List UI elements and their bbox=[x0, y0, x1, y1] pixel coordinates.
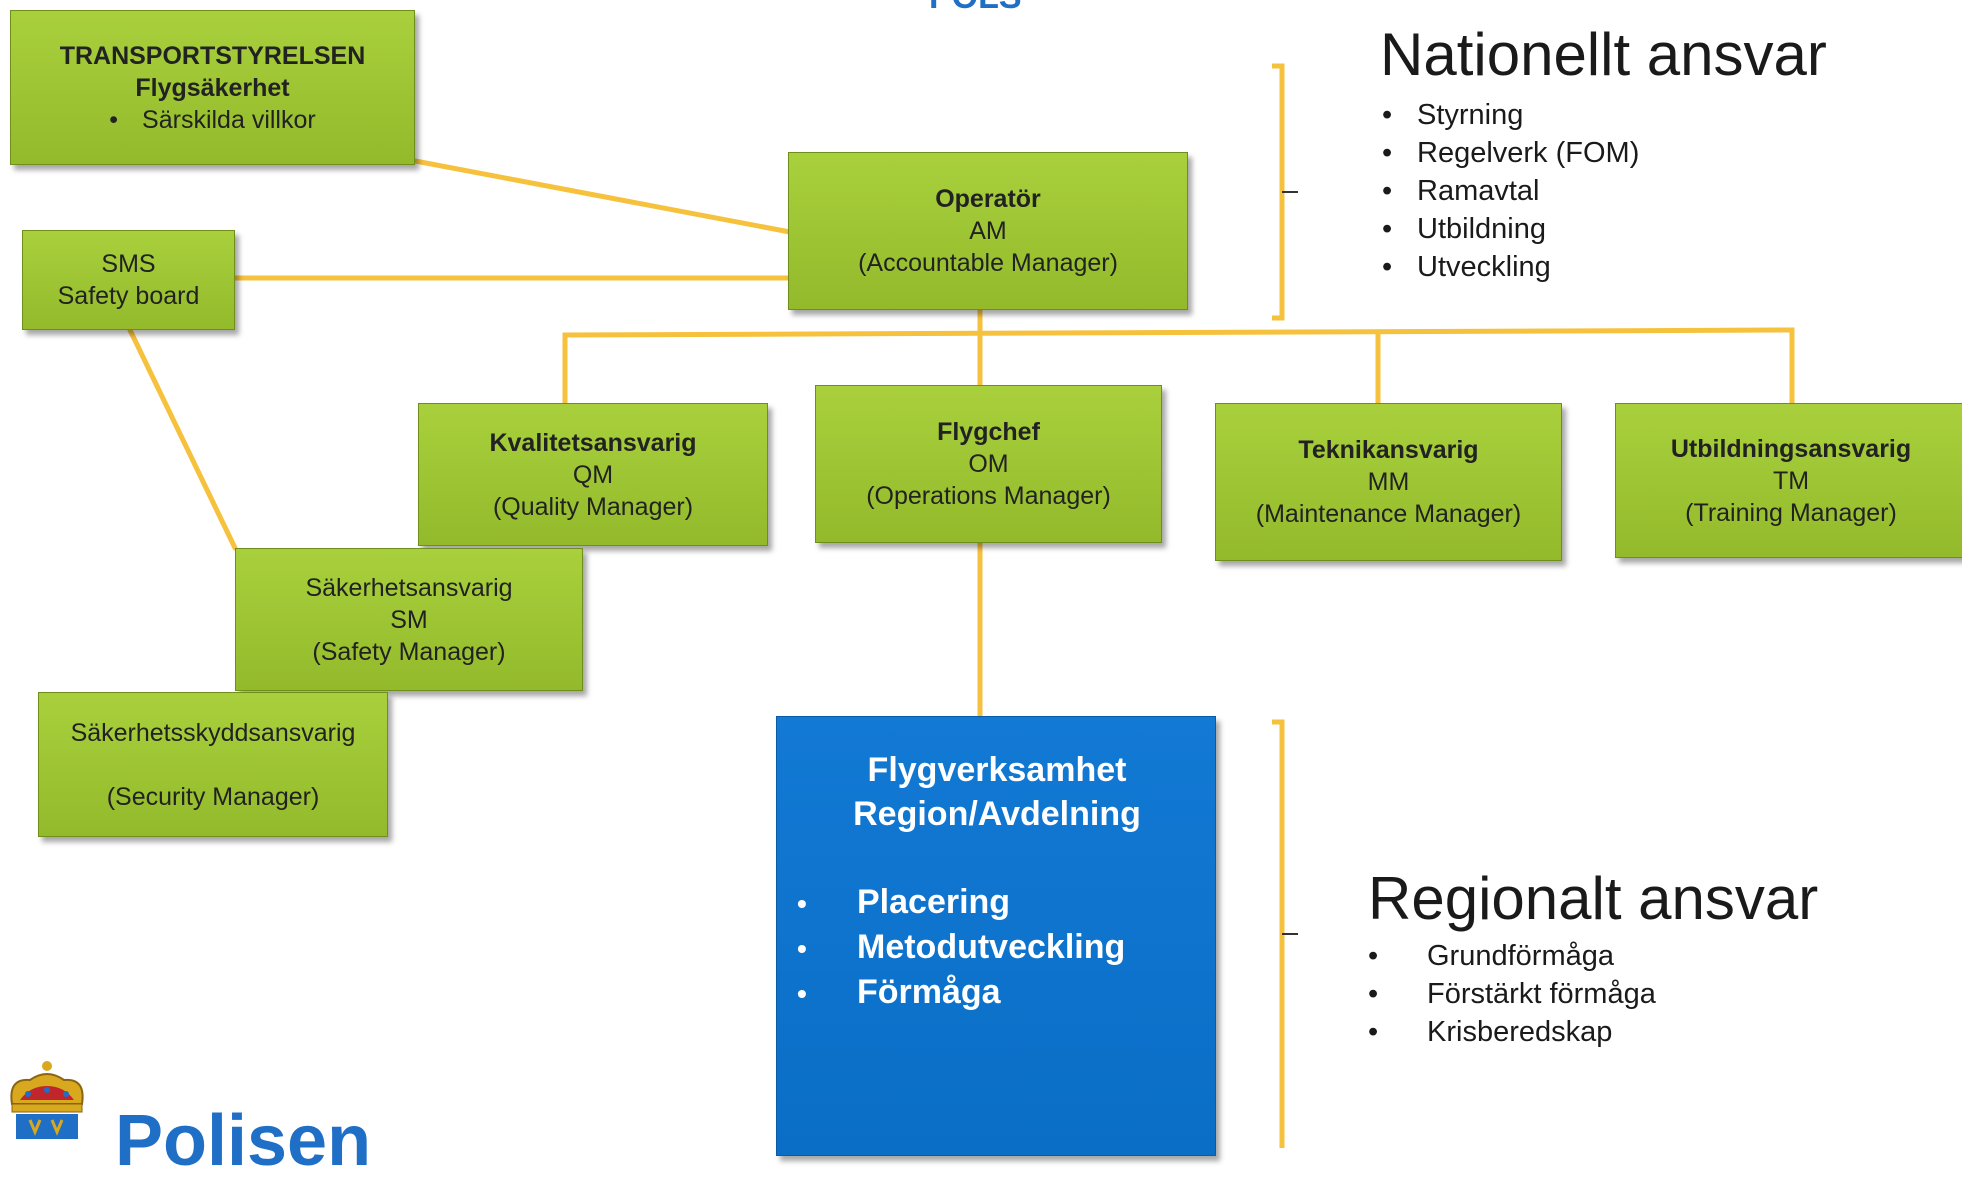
bullet-icon: • bbox=[797, 888, 807, 919]
list-item: •Utveckling bbox=[1382, 251, 1551, 283]
sakerhetsskydd-role: (Security Manager) bbox=[106, 782, 320, 811]
utbildning-title: Utbildningsansvarig bbox=[1670, 434, 1912, 463]
police-crest-icon bbox=[10, 1061, 84, 1139]
header-partial-text: POLS bbox=[929, 0, 1022, 17]
flygverksamhet-item: •Placering bbox=[797, 883, 1011, 921]
teknik-role: (Maintenance Manager) bbox=[1255, 500, 1522, 528]
sakerhetsskydd-box: Säkerhetsskyddsansvarig (Security Manage… bbox=[38, 692, 388, 837]
operator-abbr: AM bbox=[969, 217, 1007, 245]
list-item: •Krisberedskap bbox=[1368, 1016, 1613, 1048]
sakerhet-abbr: SM bbox=[390, 605, 428, 634]
connector-transportstyrelsen-operator bbox=[407, 157, 793, 235]
kvalitet-title: Kvalitetsansvarig bbox=[489, 428, 697, 457]
flygchef-title: Flygchef bbox=[937, 418, 1040, 446]
transportstyrelsen-subtitle: Flygsäkerhet bbox=[135, 73, 290, 102]
teknik-box: Teknikansvarig MM (Maintenance Manager) bbox=[1215, 403, 1562, 561]
operator-title: Operatör bbox=[935, 185, 1041, 213]
police-logo-text: Polisen bbox=[115, 1101, 372, 1181]
sms-line1: SMS bbox=[101, 250, 156, 278]
utbildning-abbr: TM bbox=[1772, 466, 1810, 495]
utbildning-role: (Training Manager) bbox=[1685, 498, 1897, 527]
list-item: •Styrning bbox=[1382, 99, 1524, 131]
sakerhet-box: Säkerhetsansvarig SM (Safety Manager) bbox=[235, 548, 583, 691]
connector-horizontal-bus bbox=[562, 327, 1795, 408]
flygverksamhet-title1: Flygverksamhet bbox=[867, 751, 1127, 789]
flygchef-box: Flygchef OM (Operations Manager) bbox=[815, 385, 1162, 543]
teknik-abbr: MM bbox=[1367, 468, 1410, 496]
teknik-title: Teknikansvarig bbox=[1298, 436, 1479, 464]
utbildning-box: Utbildningsansvarig TM (Training Manager… bbox=[1615, 403, 1962, 558]
list-item: •Förstärkt förmåga bbox=[1368, 978, 1656, 1010]
connector-lines bbox=[127, 157, 1795, 719]
operator-role: (Accountable Manager) bbox=[858, 249, 1118, 277]
list-item: •Ramavtal bbox=[1382, 175, 1540, 207]
list-item: •Utbildning bbox=[1382, 213, 1546, 245]
regionalt-brace bbox=[1272, 719, 1298, 1148]
sakerhet-title: Säkerhetsansvarig bbox=[305, 573, 513, 602]
sakerhet-role: (Safety Manager) bbox=[312, 637, 506, 666]
transportstyrelsen-item: Särskilda villkor bbox=[109, 104, 316, 136]
flygverksamhet-box: Flygverksamhet Region/Avdelning •Placeri… bbox=[776, 716, 1216, 1156]
kvalitet-abbr: QM bbox=[572, 460, 614, 489]
sms-line2: Safety board bbox=[57, 282, 200, 310]
bullet-icon: • bbox=[797, 933, 807, 964]
flygchef-abbr: OM bbox=[968, 450, 1009, 478]
list-item: •Grundförmåga bbox=[1368, 940, 1614, 972]
kvalitet-role: (Quality Manager) bbox=[492, 492, 694, 521]
nationellt-brace bbox=[1272, 63, 1298, 321]
list-item: •Regelverk (FOM) bbox=[1382, 137, 1640, 169]
bullet-icon: • bbox=[797, 978, 807, 1009]
regionalt-heading: Regionalt ansvar bbox=[1368, 865, 1819, 932]
transportstyrelsen-box: TRANSPORTSTYRELSEN Flygsäkerhet Särskild… bbox=[10, 10, 415, 165]
regionalt-list: •Grundförmåga •Förstärkt förmåga •Krisbe… bbox=[1368, 937, 1656, 1051]
flygverksamhet-item: •Metodutveckling bbox=[797, 928, 1126, 966]
sakerhetsskydd-title: Säkerhetsskyddsansvarig bbox=[70, 718, 356, 747]
operator-box: Operatör AM (Accountable Manager) bbox=[788, 152, 1188, 310]
flygverksamhet-item: •Förmåga bbox=[797, 973, 1001, 1011]
kvalitet-box: Kvalitetsansvarig QM (Quality Manager) bbox=[418, 403, 768, 546]
nationellt-list: •Styrning •Regelverk (FOM) •Ramavtal •Ut… bbox=[1382, 96, 1639, 286]
nationellt-heading: Nationellt ansvar bbox=[1380, 21, 1827, 88]
flygverksamhet-title2: Region/Avdelning bbox=[853, 795, 1141, 833]
flygchef-role: (Operations Manager) bbox=[866, 482, 1111, 510]
connector-sms-sakerhet bbox=[127, 327, 238, 551]
transportstyrelsen-title: TRANSPORTSTYRELSEN bbox=[59, 41, 366, 70]
sms-box: SMS Safety board bbox=[22, 230, 235, 330]
